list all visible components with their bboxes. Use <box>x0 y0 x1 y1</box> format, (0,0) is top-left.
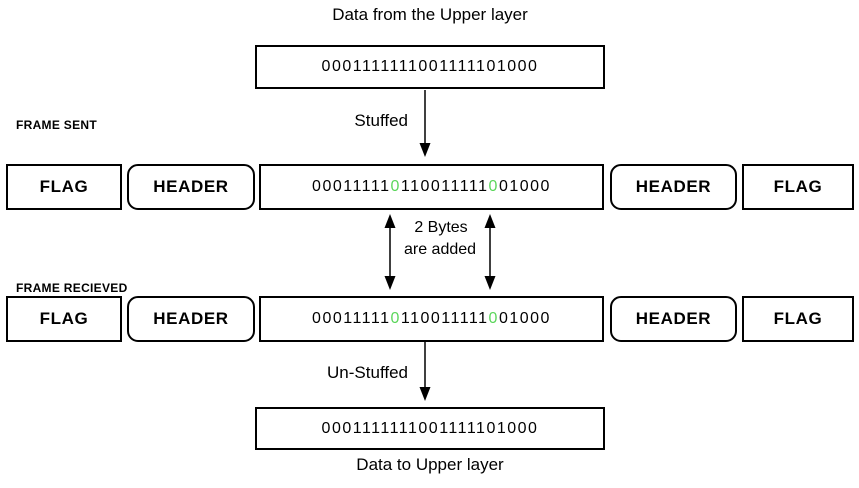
upper-layer-output-box: 0001111111001111101000 <box>255 407 605 450</box>
frame-received-flag-left: FLAG <box>6 296 122 342</box>
upper-layer-bits: 0001111111001111101000 <box>321 58 539 75</box>
stuffed-down-arrow <box>419 90 431 157</box>
stuffed-bit: 0 <box>488 178 499 195</box>
frame-received-header-right: HEADER <box>610 296 737 342</box>
stuffed-bit: 0 <box>488 310 499 327</box>
bits-segment: 00011111 <box>312 178 391 195</box>
stuffed-bit: 0 <box>390 310 401 327</box>
frame-received-label: FRAME RECIEVED <box>16 281 128 295</box>
stuffed-label: Stuffed <box>354 111 408 130</box>
frame-sent-label: FRAME SENT <box>16 118 97 132</box>
flag-label: FLAG <box>39 177 89 196</box>
header-label: HEADER <box>153 177 229 196</box>
bits-segment: 00011111 <box>312 310 391 327</box>
bytes-note-line1: 2 Bytes <box>414 219 468 236</box>
frame-sent-header-left: HEADER <box>127 164 255 210</box>
bytes-added-double-arrow-left <box>384 214 396 290</box>
upper-layer-data-box: 0001111111001111101000 <box>255 45 605 89</box>
flag-label: FLAG <box>39 309 89 328</box>
flag-label: FLAG <box>773 309 823 328</box>
frame-sent-flag-left: FLAG <box>6 164 122 210</box>
unstuffed-down-arrow <box>419 342 431 401</box>
frame-received-data-box: 000111110110011111001000 <box>259 296 604 342</box>
output-bits: 0001111111001111101000 <box>321 419 539 437</box>
bytes-note-line2: are added <box>403 241 477 258</box>
flag-label: FLAG <box>773 177 823 196</box>
stuffed-bit: 0 <box>390 178 401 195</box>
header-label: HEADER <box>635 309 712 328</box>
frame-received-header-left: HEADER <box>127 296 255 342</box>
bits-segment: 01000 <box>498 310 551 327</box>
frame-received-flag-right: FLAG <box>742 296 854 342</box>
bits-segment: 01000 <box>498 178 551 195</box>
bytes-added-double-arrow-right <box>484 214 496 290</box>
unstuffed-label: Un-Stuffed <box>327 363 408 382</box>
header-label: HEADER <box>153 309 229 328</box>
frame-received-bits: 000111110110011111001000 <box>312 310 551 328</box>
bits-segment: 110011111 <box>400 178 489 195</box>
frame-sent-header-right: HEADER <box>610 164 737 210</box>
frame-sent-flag-right: FLAG <box>742 164 854 210</box>
header-label: HEADER <box>635 177 712 196</box>
frame-sent-bits: 000111110110011111001000 <box>312 178 551 196</box>
bottom-caption: Data to Upper layer <box>356 455 504 474</box>
bits-segment: 110011111 <box>400 310 489 327</box>
frame-sent-data-box: 000111110110011111001000 <box>259 164 604 210</box>
top-caption: Data from the Upper layer <box>332 5 528 24</box>
